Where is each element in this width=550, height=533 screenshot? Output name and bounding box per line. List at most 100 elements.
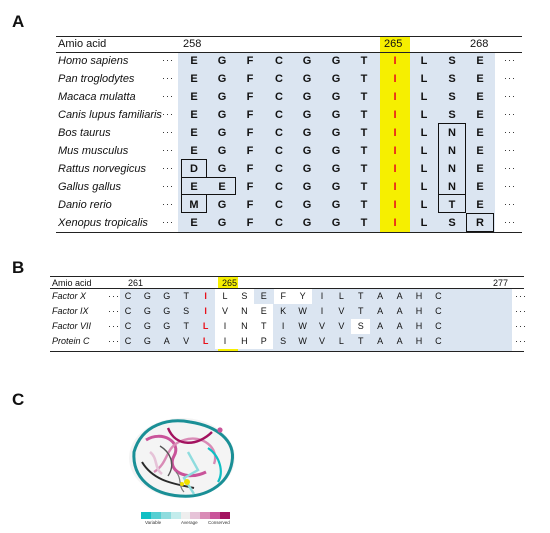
position-261: 261 bbox=[128, 278, 144, 288]
bottom-rule bbox=[56, 232, 522, 233]
factor-name: Protein C bbox=[52, 336, 90, 346]
residue-cell: E bbox=[190, 91, 198, 103]
position-265-highlight bbox=[380, 36, 410, 232]
residue-cell: C bbox=[275, 109, 283, 121]
residue-cell: H bbox=[241, 336, 248, 346]
residue-cell: T bbox=[183, 321, 189, 331]
residue-cell: G bbox=[217, 145, 227, 157]
ellipsis-right: ··· bbox=[504, 145, 516, 155]
legend-label-variable: Variable bbox=[145, 520, 162, 525]
nonconserved-cell-bg bbox=[215, 304, 235, 319]
residue-cell: A bbox=[163, 336, 170, 346]
residue-cell: F bbox=[246, 127, 254, 139]
residue-cell: E bbox=[476, 199, 484, 211]
species-name: Xenopus tropicalis bbox=[58, 217, 148, 229]
species-name: Rattus norvegicus bbox=[58, 163, 147, 175]
residue-cell: E bbox=[190, 73, 198, 85]
panel-label-c: C bbox=[12, 390, 25, 409]
residue-cell: T bbox=[360, 217, 368, 229]
residue-cell: C bbox=[275, 91, 283, 103]
residue-cell: G bbox=[163, 291, 171, 301]
residue-cell: E bbox=[260, 306, 267, 316]
top-rule-b bbox=[50, 276, 524, 277]
residue-cell: A bbox=[396, 321, 403, 331]
residue-cell: T bbox=[261, 321, 267, 331]
residue-cell: R bbox=[476, 217, 484, 229]
residue-cell: M bbox=[189, 199, 199, 211]
residue-cell: V bbox=[318, 336, 325, 346]
residue-cell: L bbox=[420, 145, 428, 157]
conserved-shading-left bbox=[178, 52, 380, 232]
residue-cell: L bbox=[338, 336, 344, 346]
residue-cell: V bbox=[183, 336, 190, 346]
residue-cell: T bbox=[448, 199, 456, 211]
species-name: Mus musculus bbox=[58, 145, 129, 157]
ellipsis-left: ··· bbox=[162, 163, 174, 173]
residue-cell: D bbox=[190, 163, 198, 175]
residue-cell: G bbox=[302, 73, 312, 85]
residue-cell: I bbox=[320, 306, 324, 316]
residue-cell: S bbox=[448, 73, 456, 85]
ellipsis-left: ··· bbox=[108, 306, 120, 316]
residue-cell: S bbox=[448, 217, 456, 229]
ellipsis-right: ··· bbox=[515, 306, 527, 316]
residue-cell: I bbox=[393, 217, 397, 229]
ellipsis-right: ··· bbox=[504, 217, 516, 227]
panel-label-a: A bbox=[12, 12, 25, 31]
residue-cell: H bbox=[415, 321, 423, 331]
residue-cell: G bbox=[217, 55, 227, 67]
residue-cell: T bbox=[360, 91, 368, 103]
residue-cell: E bbox=[476, 73, 484, 85]
residue-cell: W bbox=[298, 306, 307, 316]
residue-cell: I bbox=[223, 321, 227, 331]
diff-box-danio-t bbox=[438, 194, 466, 213]
residue-cell: L bbox=[420, 55, 428, 67]
ellipsis-right: ··· bbox=[515, 321, 527, 331]
residue-cell: G bbox=[331, 145, 341, 157]
legend-swatch bbox=[220, 512, 231, 519]
conservation-color-legend bbox=[141, 512, 231, 519]
residue-cell: G bbox=[302, 55, 312, 67]
residue-cell: T bbox=[358, 291, 364, 301]
residue-cell: A bbox=[396, 291, 403, 301]
legend-swatch bbox=[170, 512, 181, 519]
ellipsis-left: ··· bbox=[162, 109, 174, 119]
nonconserved-cell-bg bbox=[234, 319, 255, 334]
residue-cell: H bbox=[415, 336, 423, 346]
residue-cell: A bbox=[377, 306, 384, 316]
residue-cell: T bbox=[360, 199, 368, 211]
header-amino-acid-b: Amio acid bbox=[52, 278, 92, 288]
residue-cell: E bbox=[190, 217, 198, 229]
panel-label-b: B bbox=[12, 258, 25, 277]
residue-cell: T bbox=[358, 306, 364, 316]
residue-cell: G bbox=[217, 163, 227, 175]
residue-cell: C bbox=[435, 336, 442, 346]
residue-cell: L bbox=[202, 336, 209, 346]
residue-cell: N bbox=[448, 145, 456, 157]
residue-cell: L bbox=[202, 321, 209, 331]
residue-cell: S bbox=[183, 306, 190, 316]
residue-cell: E bbox=[476, 145, 484, 157]
residue-cell: H bbox=[415, 291, 423, 301]
residue-cell: G bbox=[302, 217, 312, 229]
residue-cell: G bbox=[217, 199, 227, 211]
residue-cell: L bbox=[420, 91, 428, 103]
top-rule bbox=[56, 36, 522, 37]
nonconserved-cell-bg bbox=[215, 319, 235, 334]
ellipsis-left: ··· bbox=[162, 127, 174, 137]
residue-cell: L bbox=[420, 163, 428, 175]
ellipsis-left: ··· bbox=[108, 321, 120, 331]
residue-cell: T bbox=[360, 127, 368, 139]
ellipsis-left: ··· bbox=[162, 217, 174, 227]
residue-cell: I bbox=[393, 109, 397, 121]
legend-swatch bbox=[200, 512, 211, 519]
residue-cell: F bbox=[246, 181, 254, 193]
species-name: Canis lupus familiaris bbox=[58, 109, 162, 121]
diff-box-n-column bbox=[438, 123, 466, 195]
residue-cell: G bbox=[331, 181, 341, 193]
nonconserved-cell-bg bbox=[254, 304, 274, 319]
residue-cell: G bbox=[331, 55, 341, 67]
legend-swatch bbox=[150, 512, 161, 519]
residue-cell: F bbox=[246, 109, 254, 121]
species-name: Macaca mulatta bbox=[58, 91, 136, 103]
